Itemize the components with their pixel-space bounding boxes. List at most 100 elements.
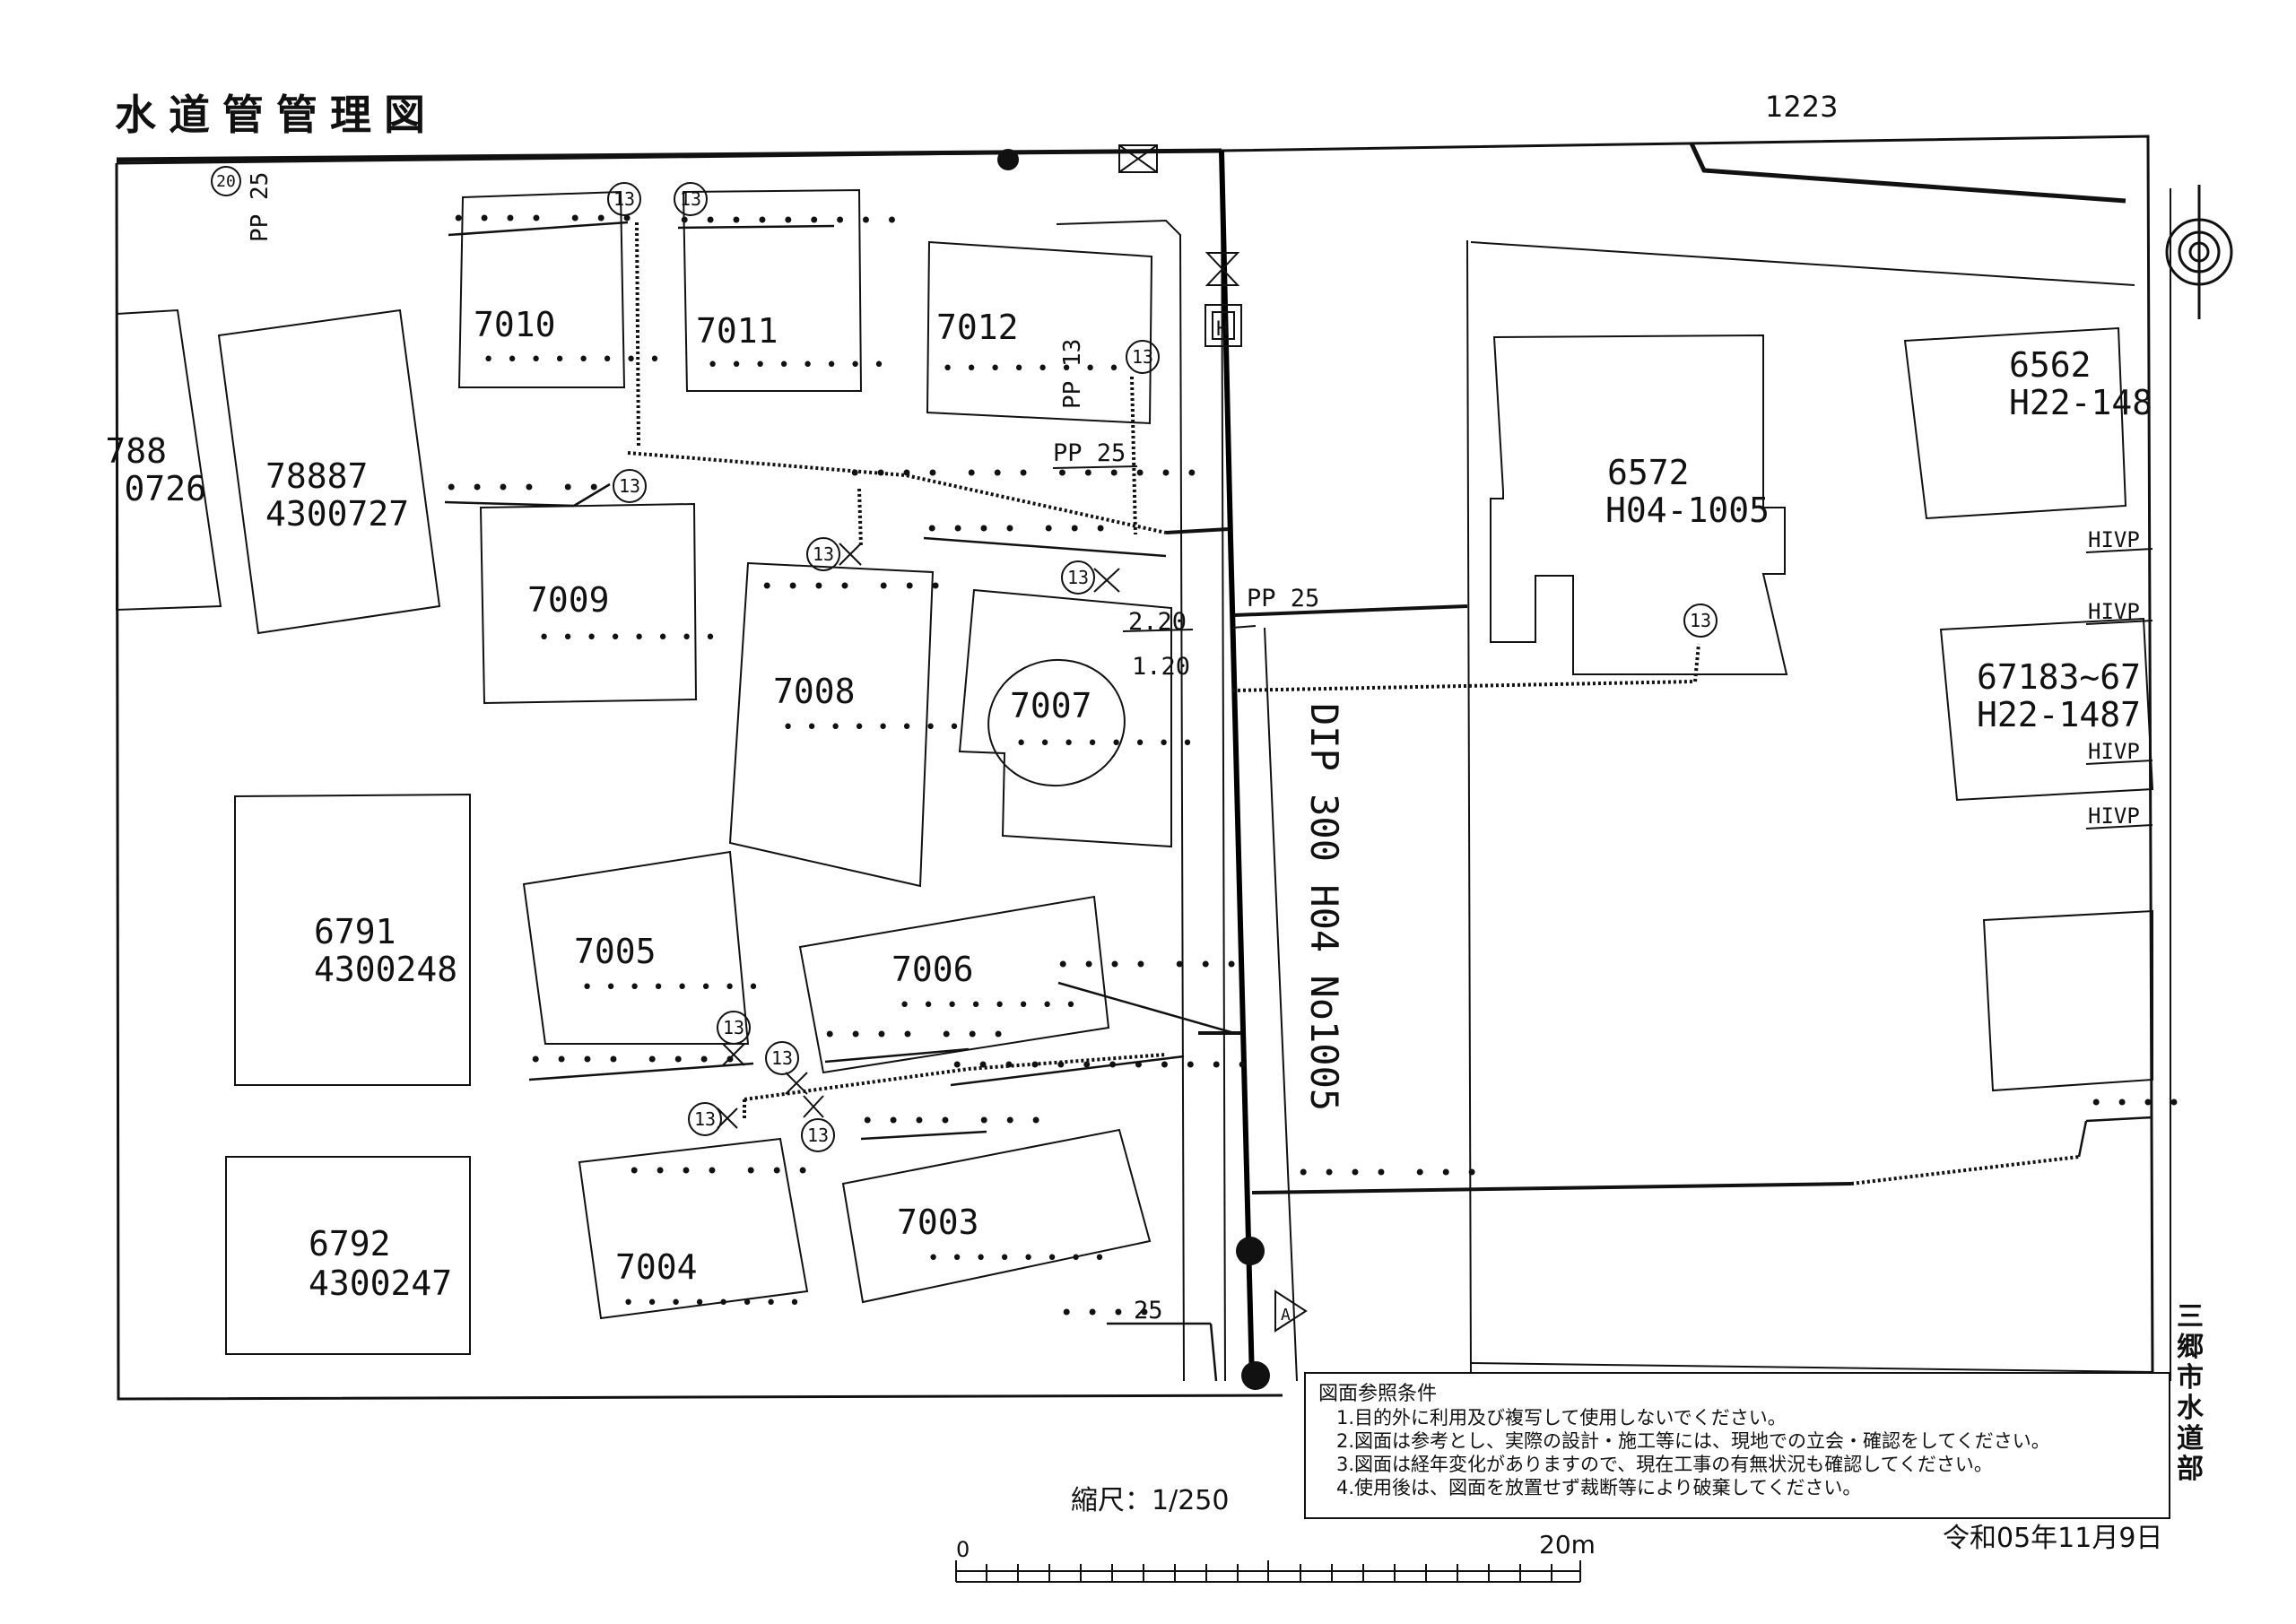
svg-text:• • • • • • • •: • • • • • • • • xyxy=(707,354,885,377)
svg-text:13: 13 xyxy=(1690,610,1711,631)
main-line-label: DIP 300 H04 No1005 xyxy=(1302,703,1346,1111)
svg-text:• • • • • • •: • • • • • • • xyxy=(1297,1160,1478,1185)
parcel-number: 7012 xyxy=(936,308,1019,347)
parcel-number: 6792 xyxy=(309,1224,391,1264)
svg-text:13: 13 xyxy=(694,1108,716,1130)
parcel-code: 0726 xyxy=(124,469,206,508)
svg-text:• • • • • • •: • • • • • • • xyxy=(761,574,942,599)
parcel-number: 7006 xyxy=(891,950,974,989)
hivp-underlines xyxy=(2085,548,2153,829)
meter-tags xyxy=(211,166,1718,1152)
svg-text:• • • •: • • • • xyxy=(1060,1300,1151,1325)
dimension-arrow-a xyxy=(1122,629,1194,632)
parcel-dot-rows: • • • • • • • • • • • • • • • • • • • • … xyxy=(483,349,1194,1315)
air-valve-label: A xyxy=(1281,1306,1291,1324)
parcel-code: H04-1005 xyxy=(1605,491,1770,530)
scale-ratio: 縮尺：1/250 xyxy=(1071,1485,1230,1516)
parcel-number: 7011 xyxy=(696,311,778,351)
reference-condition-item: 1.目的外に利用及び複写して使用しないでください。 xyxy=(1336,1407,1787,1429)
svg-text:HIVP: HIVP xyxy=(2088,803,2140,829)
pipe-label-pp25-mid: PP 25 xyxy=(1053,439,1126,467)
hivp-labels: HIVP HIVP HIVP HIVP xyxy=(2088,527,2140,829)
svg-text:13: 13 xyxy=(723,1017,744,1038)
parcel-number: 7009 xyxy=(527,580,610,620)
svg-text:• • • • • • • •: • • • • • • • • xyxy=(538,627,717,649)
reference-conditions-box: 図面参照条件 1.目的外に利用及び複写して使用しないでください。 2.図面は参考… xyxy=(1304,1372,2170,1519)
svg-text:20: 20 xyxy=(216,172,236,191)
svg-text:13: 13 xyxy=(1067,567,1089,588)
parcel-number: 7003 xyxy=(897,1203,979,1242)
svg-text:13: 13 xyxy=(807,1125,829,1146)
pipe-label-25-bottom: 25 xyxy=(1134,1297,1163,1324)
svg-text:13: 13 xyxy=(619,475,640,497)
svg-text:• • • • • • • •: • • • • • • • • xyxy=(581,977,760,999)
sheet-number: 1223 xyxy=(1765,90,1839,124)
dimension-arrow-b xyxy=(1231,625,1257,629)
svg-text:• • • • • • • • • • • •: • • • • • • • • • • • • xyxy=(951,1053,1248,1078)
stop-valve-marks xyxy=(717,543,1120,1129)
document-title: 水道管管理図 xyxy=(115,91,438,139)
issue-date: 令和05年11月9日 xyxy=(1943,1523,2163,1554)
reference-condition-item: 2.図面は参考とし、実際の設計・施工等には、現地での立会・確認をしてください。 xyxy=(1336,1430,2050,1452)
scale-bar xyxy=(955,1560,1581,1583)
reference-conditions-title: 図面参照条件 xyxy=(1318,1383,1438,1405)
main-pipe-dip300 xyxy=(1219,150,1255,1382)
parcel-number: 6791 xyxy=(314,912,396,951)
gate-valve-main-icon xyxy=(1205,252,1240,286)
reference-condition-item: 4.使用後は、図面を放置せず裁断等により破棄してください。 xyxy=(1336,1477,1862,1498)
scale-bar-start: 0 xyxy=(956,1537,970,1562)
pipe-node-1 xyxy=(1236,1237,1265,1265)
svg-text:• • • • • • • •: • • • • • • • • xyxy=(782,716,961,739)
air-valve-icon xyxy=(1274,1290,1308,1333)
service-dot-markers: • • • • • • • • • • • • • • • • • • • • … xyxy=(445,206,2180,1325)
pipe-label-pp13: PP 13 xyxy=(1059,339,1086,409)
svg-text:• • • • • • • •: • • • • • • • • xyxy=(942,358,1120,380)
parcel-code: H22-1487 xyxy=(1977,695,2141,734)
reference-condition-item: 3.図面は経年変化がありますので、現在工事の有無状況も確認してください。 xyxy=(1336,1454,1993,1475)
pipe-label-underline xyxy=(1052,465,1138,469)
pipe-label-pp25-top: PP 25 xyxy=(247,172,274,242)
parcel-number: 788 xyxy=(105,431,167,471)
svg-text:HIVP: HIVP xyxy=(2088,527,2140,552)
pipe-label-pp25-main: PP 25 xyxy=(1247,585,1319,612)
parcel-code: 4300247 xyxy=(309,1264,452,1303)
hydrant-marker-icon xyxy=(1205,304,1242,347)
gate-valve-top-icon xyxy=(1118,144,1158,173)
svg-text:• • • • • • • •: • • • • • • • • xyxy=(899,994,1077,1017)
svg-text:• • • • • • • •: • • • • • • • • xyxy=(1015,733,1194,755)
parcel-number: 67183~67 xyxy=(1977,657,2141,697)
parcel-code: 4300727 xyxy=(265,494,409,534)
dimension-b: 1.20 xyxy=(1132,653,1190,681)
svg-text:• • • • • • • •: • • • • • • • • xyxy=(622,1292,801,1315)
north-arrow-icon xyxy=(2165,185,2233,319)
parcel-number: 78887 xyxy=(265,456,368,496)
svg-text:• • • • • • •: • • • • • • • xyxy=(823,1022,1004,1047)
svg-text:• • • • • • •: • • • • • • • xyxy=(628,1159,809,1184)
pipe-node-2 xyxy=(1241,1361,1270,1390)
svg-text:• • • • • • • •: • • • • • • • • xyxy=(927,1247,1106,1270)
building-outlines xyxy=(116,188,2154,1355)
svg-text:13: 13 xyxy=(771,1047,793,1069)
hydrant-label: H xyxy=(1216,318,1228,341)
svg-text:• • • • • • •: • • • • • • • xyxy=(1057,952,1238,977)
parcel-labels: 7010 7011 7012 788 0726 78887 4300727 70… xyxy=(105,305,2152,1303)
parcel-number: 7005 xyxy=(574,932,657,971)
scale-bar-end: 20m xyxy=(1539,1530,1596,1559)
svg-text:• • • • • • •: • • • • • • • xyxy=(926,517,1107,542)
svg-text:• • • • • • •: • • • • • • • xyxy=(445,475,626,500)
parcel-number: 6572 xyxy=(1607,453,1690,492)
parcel-number: 7010 xyxy=(474,305,556,344)
parcel-number: 7004 xyxy=(615,1247,698,1287)
svg-text:• • • • • • • • • • • • •: • • • • • • • • • • • • • xyxy=(848,461,1198,486)
department-name: 三郷市水道部 xyxy=(2177,1301,2204,1485)
svg-text:13: 13 xyxy=(813,543,834,565)
svg-text:• • • • • • • •: • • • • • • • • xyxy=(529,1047,736,1073)
service-pipes xyxy=(444,221,2153,1382)
svg-text:• • • • • • •: • • • • • • • xyxy=(861,1108,1042,1133)
parcel-number: 7007 xyxy=(1010,686,1092,725)
svg-text:• • • • • • • •: • • • • • • • • xyxy=(483,349,661,371)
top-pipe xyxy=(116,142,2126,204)
svg-text:• • • • • • • • •: • • • • • • • • • xyxy=(678,208,899,233)
parcel-code: 4300248 xyxy=(314,950,457,989)
